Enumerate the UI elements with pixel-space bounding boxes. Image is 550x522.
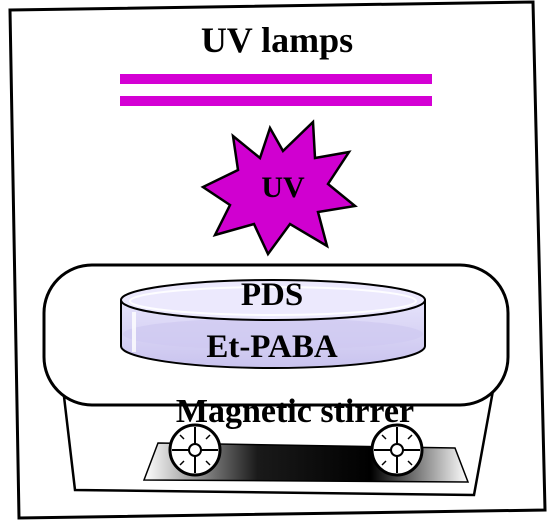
uv-lamp-2 bbox=[120, 96, 432, 106]
uv-lamp-1 bbox=[120, 74, 432, 84]
uv-lamps-title: UV lamps bbox=[201, 20, 353, 60]
uv-burst-icon bbox=[200, 119, 358, 257]
pds-label: PDS bbox=[241, 277, 303, 313]
right-knob-icon bbox=[370, 423, 424, 477]
uv-burst-label: UV bbox=[261, 171, 305, 204]
et-paba-label: Et-PABA bbox=[206, 329, 338, 365]
petri-dish-inner-rim bbox=[129, 286, 417, 316]
left-knob-icon bbox=[168, 423, 222, 477]
petri-dish-liquid bbox=[123, 318, 423, 350]
magnetic-stirrer-label: Magnetic stirrer bbox=[176, 393, 414, 430]
